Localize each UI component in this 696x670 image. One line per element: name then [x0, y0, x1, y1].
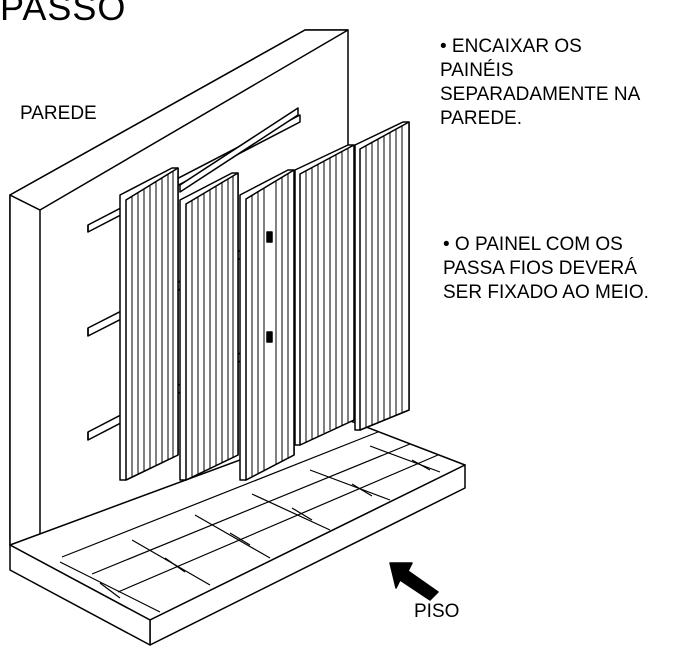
cable-pass-hole-icon — [266, 231, 273, 243]
floor-side-face — [9, 544, 151, 646]
panel-4 — [294, 144, 355, 446]
cable-pass-hole-icon — [266, 331, 273, 343]
instruction-note-2: • O PAINEL COM OS PASSA FIOS DEVERÁ SER … — [443, 234, 649, 303]
instruction-note-1: • ENCAIXAR OS PAINÉIS SEPARADAMENTE NA P… — [440, 36, 641, 129]
panel-1 — [119, 167, 179, 481]
panel-3-cable-pass — [239, 169, 295, 481]
floor — [9, 419, 466, 646]
rail-top-backplate — [179, 107, 299, 193]
panels — [119, 121, 410, 481]
panel-2 — [179, 172, 239, 481]
wall-label: PAREDE — [20, 103, 97, 124]
wall-side-face — [9, 194, 41, 561]
floor-tiles — [59, 431, 441, 613]
step-title: PASSO — [0, 0, 127, 28]
direction-arrow-icon — [389, 562, 439, 601]
wall-top-face — [9, 29, 349, 211]
floor-label: PISO — [414, 601, 460, 622]
panel-5 — [354, 121, 410, 431]
